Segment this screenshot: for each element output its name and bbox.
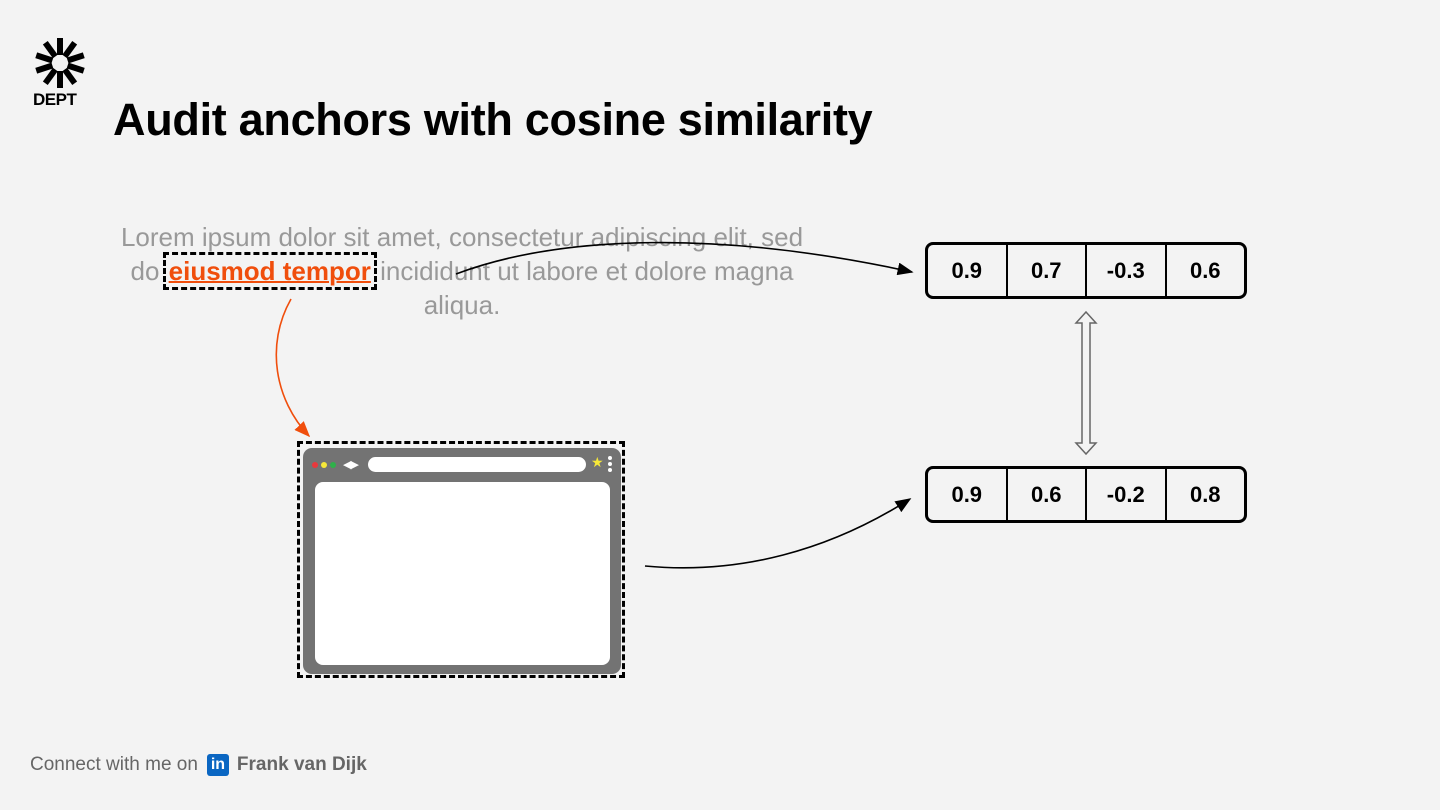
page-to-embedding-arrow xyxy=(644,498,912,569)
similarity-double-arrow-icon xyxy=(1074,310,1098,456)
footer-prefix: Connect with me on xyxy=(30,754,198,775)
vector-cell: 0.6 xyxy=(1008,469,1087,520)
linkedin-icon[interactable]: in xyxy=(206,754,229,776)
vector-cell: 0.9 xyxy=(928,245,1008,296)
footer: Connect with me on in Frank van Dijk xyxy=(30,754,367,776)
browser-viewport xyxy=(315,482,610,665)
vector-cell: 0.8 xyxy=(1189,481,1221,507)
dept-logo: DEPT xyxy=(33,38,89,110)
anchor-text-highlight[interactable]: eiusmod tempor xyxy=(162,252,377,290)
bookmark-star-icon: ★ xyxy=(591,454,604,470)
minimize-dot-icon xyxy=(321,462,327,468)
vector-cell: -0.2 xyxy=(1087,469,1167,520)
vector-cell: 0.6 xyxy=(1189,257,1221,283)
vector-cell: -0.3 xyxy=(1087,245,1167,296)
paragraph-text-after: incididunt ut labore et dolore magna ali… xyxy=(372,256,794,320)
dept-asterisk-icon xyxy=(35,38,85,88)
author-name-link[interactable]: Frank van Dijk xyxy=(236,754,367,775)
anchor-embedding-vector: 0.9 0.7 -0.3 0.6 xyxy=(925,242,1247,299)
browser-window-icon: ◀▶ ★ xyxy=(303,448,621,674)
maximize-dot-icon xyxy=(330,462,336,468)
address-bar xyxy=(368,457,586,472)
close-dot-icon xyxy=(312,462,318,468)
vector-cell: 0.7 xyxy=(1008,245,1087,296)
example-paragraph: Lorem ipsum dolor sit amet, consectetur … xyxy=(112,220,812,322)
menu-kebab-icon xyxy=(608,456,612,474)
back-forward-icon: ◀▶ xyxy=(343,459,359,471)
vector-cell: 0.9 xyxy=(928,469,1008,520)
logo-text: DEPT xyxy=(33,90,77,109)
target-page-dashed-frame xyxy=(297,441,625,678)
page-embedding-vector: 0.9 0.6 -0.2 0.8 xyxy=(925,466,1247,523)
slide-title: Audit anchors with cosine similarity xyxy=(113,94,873,145)
